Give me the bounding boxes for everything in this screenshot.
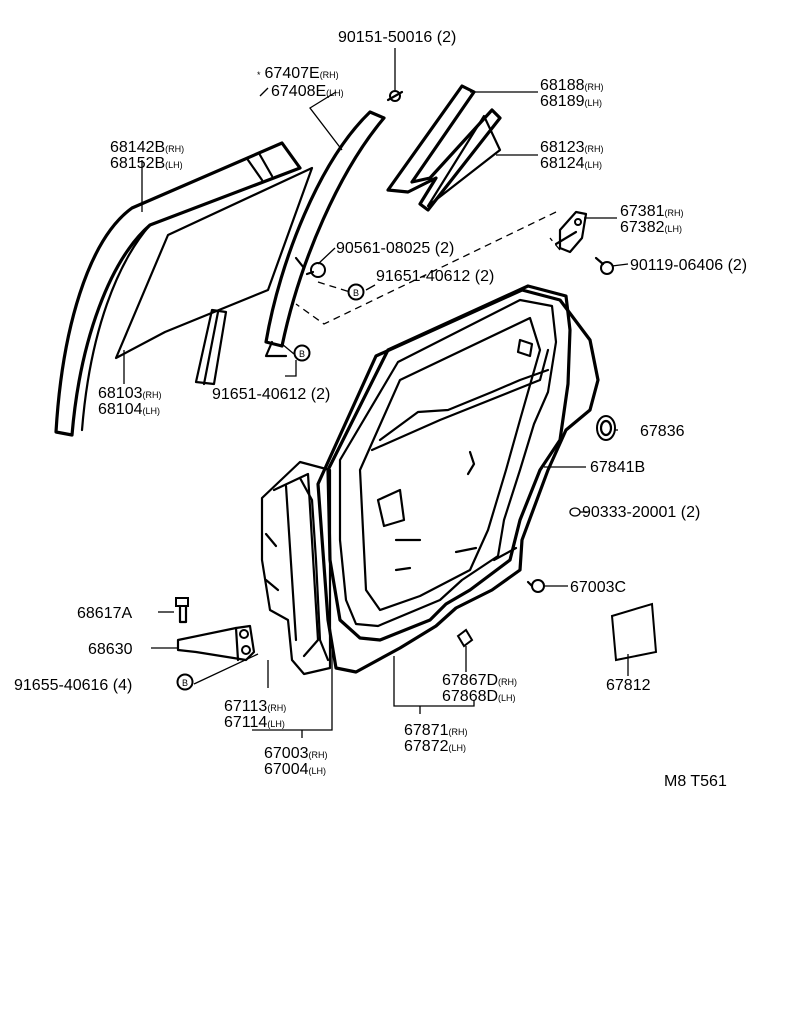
- callout-90561: 90561-08025 (2): [336, 240, 454, 257]
- callout-90151: 90151-50016 (2): [338, 29, 456, 46]
- callout-68189: 68189(LH): [540, 93, 602, 110]
- marker-b3: B: [176, 673, 194, 691]
- door-hinge: [176, 624, 256, 662]
- callout-68123: 68123(RH): [540, 139, 604, 156]
- callout-67812: 67812: [606, 677, 651, 694]
- stopper-bracket: [554, 210, 588, 254]
- clip-top: [386, 90, 404, 102]
- callout-91651-lower: 91651-40612 (2): [212, 386, 330, 403]
- leader-lines: [123, 48, 629, 738]
- callout-68124: 68124(LH): [540, 155, 602, 172]
- callout-67841: 67841B: [590, 459, 645, 476]
- callout-67867: 67867D(RH): [442, 672, 517, 689]
- door-weatherstrip: [316, 288, 600, 674]
- quarter-window: [386, 84, 502, 212]
- callout-68188: 68188(RH): [540, 77, 604, 94]
- callout-67868: 67868D(LH): [442, 688, 516, 705]
- screw-90561: [305, 262, 326, 278]
- marker-b2: B: [293, 344, 311, 362]
- callout-67408: 67408E(LH): [271, 83, 344, 100]
- hole-plug: [596, 415, 616, 441]
- door-side-frame: [260, 460, 332, 676]
- callout-90333: 90333-20001 (2): [582, 504, 700, 521]
- svg-text:B: B: [353, 288, 359, 298]
- callout-68630: 68630: [88, 641, 133, 658]
- callout-90119: 90119-06406 (2): [630, 257, 747, 274]
- glass-run-channel: [54, 141, 302, 437]
- callout-68152: 68152B(LH): [110, 155, 183, 172]
- callout-67114: 67114(LH): [224, 714, 285, 731]
- callout-67872: 67872(LH): [404, 738, 466, 755]
- callout-67003c: 67003C: [570, 579, 626, 596]
- callout-67004: 67004(LH): [264, 761, 326, 778]
- callout-68104: 68104(LH): [98, 401, 160, 418]
- retainer-67003c: [526, 579, 545, 593]
- clip-67867d: [456, 628, 474, 648]
- service-hole-cover: [610, 602, 658, 662]
- hinge-pin-68617: [175, 597, 189, 624]
- callout-91651-upper: 91651-40612 (2): [376, 268, 494, 285]
- drawing-code: M8 T561: [664, 773, 727, 790]
- callout-91655: 91655-40616 (4): [14, 677, 132, 694]
- callout-67003: 67003(RH): [264, 745, 328, 762]
- callout-67381: 67381(RH): [620, 203, 684, 220]
- callout-68103: 68103(RH): [98, 385, 162, 402]
- bolt-90119: [594, 256, 614, 275]
- grommet-90333-icon: [569, 507, 581, 517]
- division-bar: [264, 110, 386, 358]
- svg-text:B: B: [182, 678, 188, 688]
- marker-b1: B: [347, 283, 365, 301]
- svg-text:B: B: [299, 349, 305, 359]
- door-glass: [114, 166, 314, 386]
- callout-67407: *67407E(RH): [257, 65, 339, 82]
- callout-67113: 67113(RH): [224, 698, 286, 715]
- door-panel: [326, 284, 572, 642]
- callout-67382: 67382(LH): [620, 219, 682, 236]
- callout-67836: 67836: [640, 423, 685, 440]
- callout-67871: 67871(RH): [404, 722, 468, 739]
- dashed-reference-lines: [295, 211, 561, 325]
- callout-68142: 68142B(RH): [110, 139, 184, 156]
- callout-68617: 68617A: [77, 605, 132, 622]
